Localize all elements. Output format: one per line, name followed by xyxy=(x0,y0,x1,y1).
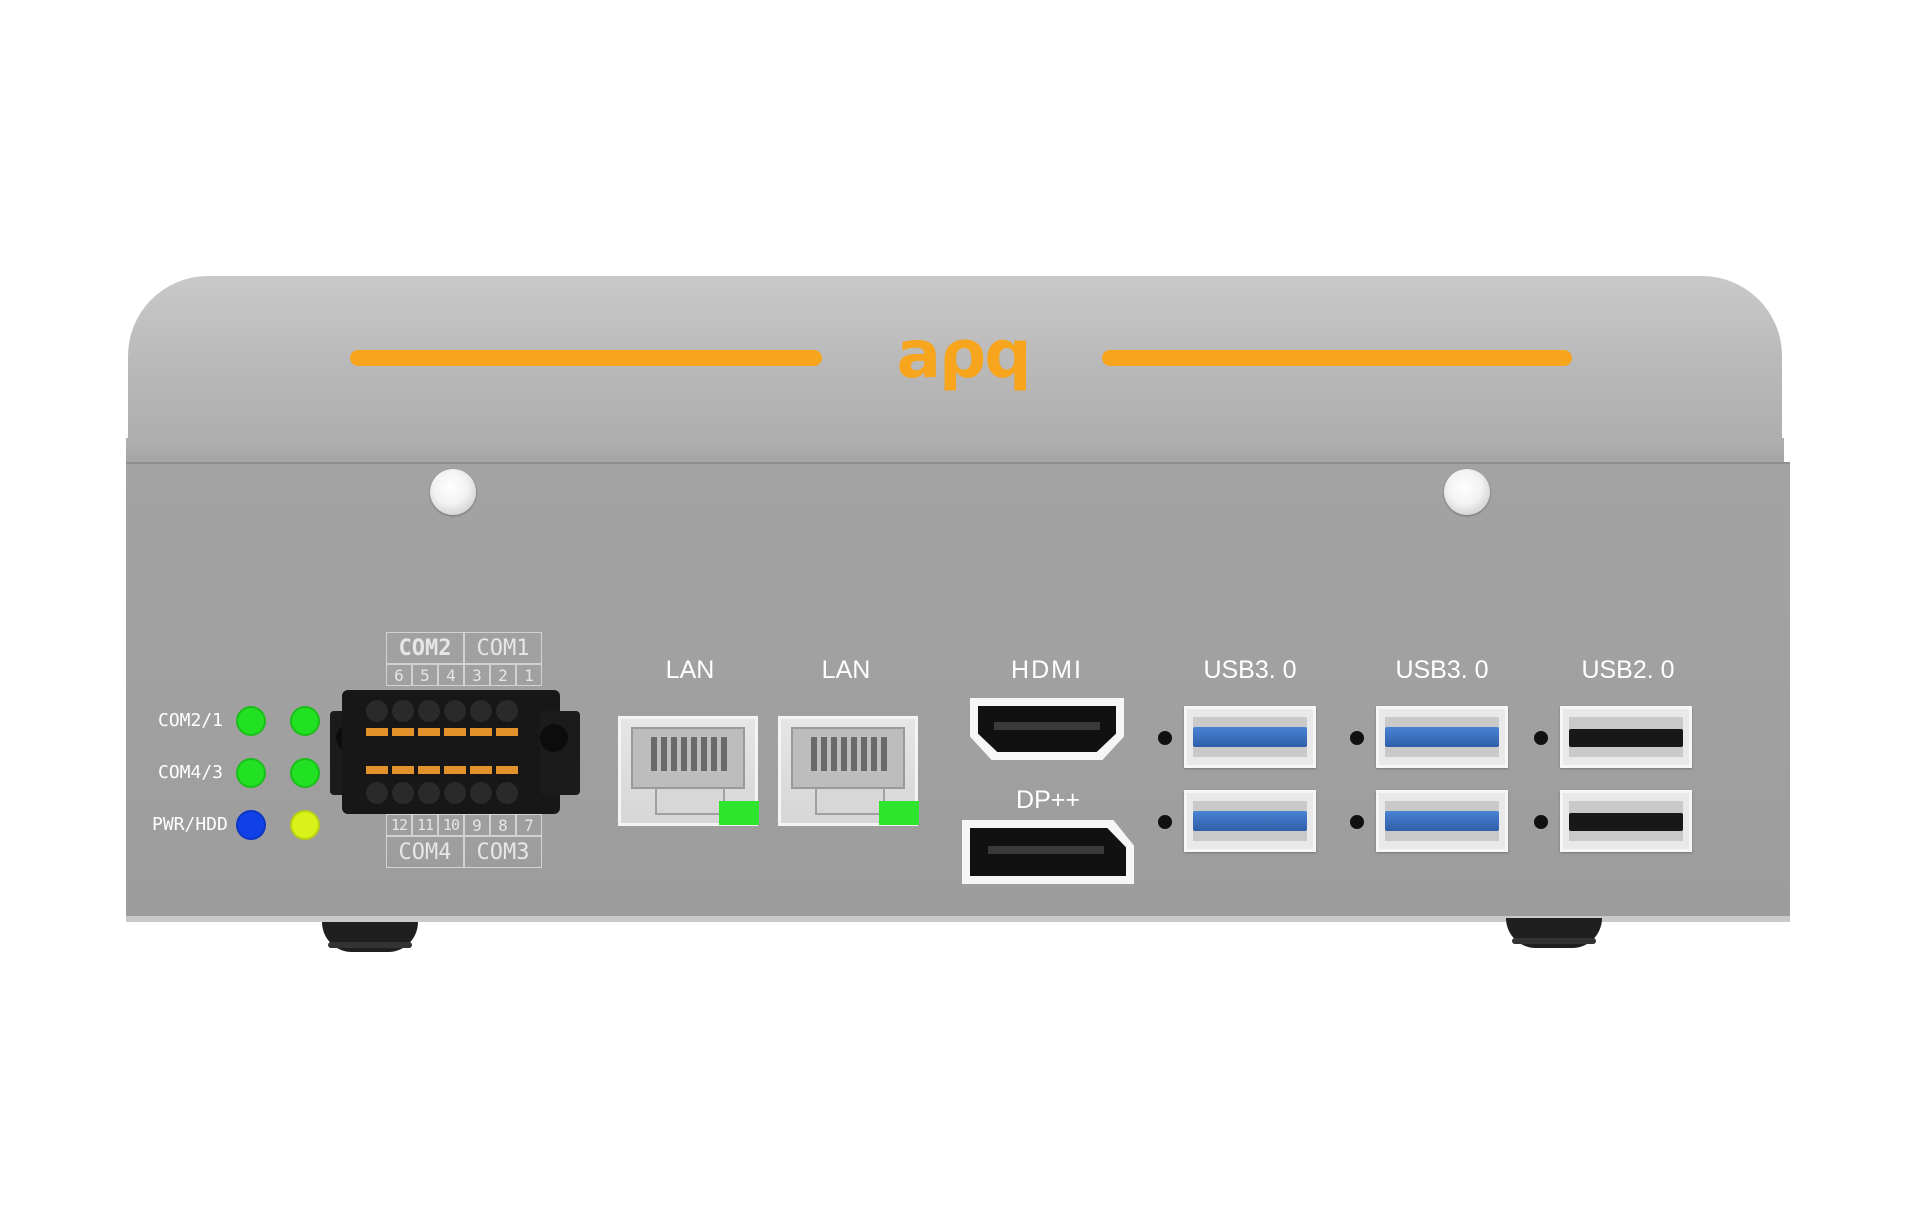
usb2-label: USB2. 0 xyxy=(1581,656,1675,684)
usb3-b-label: USB3. 0 xyxy=(1395,656,1489,684)
hdmi-label: HDMI xyxy=(1011,656,1083,684)
pin-label: 7 xyxy=(516,814,542,836)
serial-terminal-block[interactable] xyxy=(342,690,560,814)
pin-label: 8 xyxy=(490,814,516,836)
pin-label: 9 xyxy=(464,814,490,836)
displayport-port[interactable] xyxy=(962,820,1134,884)
led-hdd xyxy=(290,810,320,840)
rubber-foot-left xyxy=(322,922,418,952)
led-com1 xyxy=(290,706,320,736)
usb3-port-a2[interactable] xyxy=(1184,790,1316,852)
usb-tongue xyxy=(1193,811,1307,831)
usb-tongue xyxy=(1193,727,1307,747)
lan-port-2-link-led xyxy=(879,801,919,825)
pin-label: 10 xyxy=(438,814,464,836)
usb3-port-b1[interactable] xyxy=(1376,706,1508,768)
hdmi-port-opening xyxy=(978,706,1116,752)
pin-label: 1 xyxy=(516,664,542,686)
lan-port-1[interactable] xyxy=(618,716,759,826)
com3-label: COM3 xyxy=(464,836,542,868)
led-com2 xyxy=(236,706,266,736)
pin-label: 5 xyxy=(412,664,438,686)
displayport-opening xyxy=(970,828,1126,876)
pin-label: 2 xyxy=(490,664,516,686)
usb2-port-1[interactable] xyxy=(1560,706,1692,768)
usb-tongue xyxy=(1385,727,1499,747)
screw-right xyxy=(1444,469,1490,515)
brand-logo: aρq xyxy=(896,316,1031,393)
led-com4 xyxy=(236,758,266,788)
led-power xyxy=(236,810,266,840)
lan-port-2-latch xyxy=(815,789,885,815)
usb-tongue xyxy=(1569,813,1683,831)
usb-indicator-dot xyxy=(1158,815,1172,829)
terminal-slot-row-top xyxy=(366,728,518,736)
pin-label: 12 xyxy=(386,814,412,836)
terminal-wing-right xyxy=(540,711,580,795)
com1-label: COM1 xyxy=(464,632,542,664)
lan-port-1-opening xyxy=(631,727,745,789)
usb-indicator-dot xyxy=(1534,731,1548,745)
led-label-com21: COM2/1 xyxy=(158,710,224,731)
terminal-slot-row-bottom xyxy=(366,766,518,774)
lan-port-1-link-led xyxy=(719,801,759,825)
hdmi-port[interactable] xyxy=(970,698,1124,760)
usb-indicator-dot xyxy=(1158,731,1172,745)
lan-port-2[interactable] xyxy=(778,716,919,826)
led-label-pwr-hdd: PWR/HDD xyxy=(152,814,228,835)
accent-stripe-left xyxy=(350,350,822,366)
usb2-port-2[interactable] xyxy=(1560,790,1692,852)
terminal-pin-row-bottom xyxy=(366,782,518,804)
pin-label: 3 xyxy=(464,664,490,686)
serial-bottom-labels: 12 11 10 9 8 7 COM4 COM3 xyxy=(386,814,542,868)
screw-left xyxy=(430,469,476,515)
pin-label: 11 xyxy=(412,814,438,836)
usb3-a-label: USB3. 0 xyxy=(1203,656,1297,684)
usb-tongue xyxy=(1569,729,1683,747)
pin-label: 4 xyxy=(438,664,464,686)
usb-indicator-dot xyxy=(1534,815,1548,829)
usb-indicator-dot xyxy=(1350,731,1364,745)
usb-tongue xyxy=(1385,811,1499,831)
accent-stripe-right xyxy=(1102,350,1572,366)
lan-port-1-latch xyxy=(655,789,725,815)
lan-port-2-opening xyxy=(791,727,905,789)
terminal-pin-row-top xyxy=(366,700,518,722)
serial-top-labels: COM2 COM1 6 5 4 3 2 1 xyxy=(386,632,542,686)
usb-indicator-dot xyxy=(1350,815,1364,829)
led-com3 xyxy=(290,758,320,788)
com4-label: COM4 xyxy=(386,836,464,868)
com2-label: COM2 xyxy=(386,632,464,664)
lan1-label: LAN xyxy=(665,656,715,684)
led-label-com43: COM4/3 xyxy=(158,762,224,783)
lan2-label: LAN xyxy=(821,656,871,684)
usb3-port-a1[interactable] xyxy=(1184,706,1316,768)
pin-label: 6 xyxy=(386,664,412,686)
chassis-top-lip xyxy=(126,438,1784,466)
rubber-foot-right xyxy=(1506,918,1602,948)
dp-label: DP++ xyxy=(1016,786,1080,814)
usb3-port-b2[interactable] xyxy=(1376,790,1508,852)
terminal-screw-hole-right xyxy=(540,724,568,752)
